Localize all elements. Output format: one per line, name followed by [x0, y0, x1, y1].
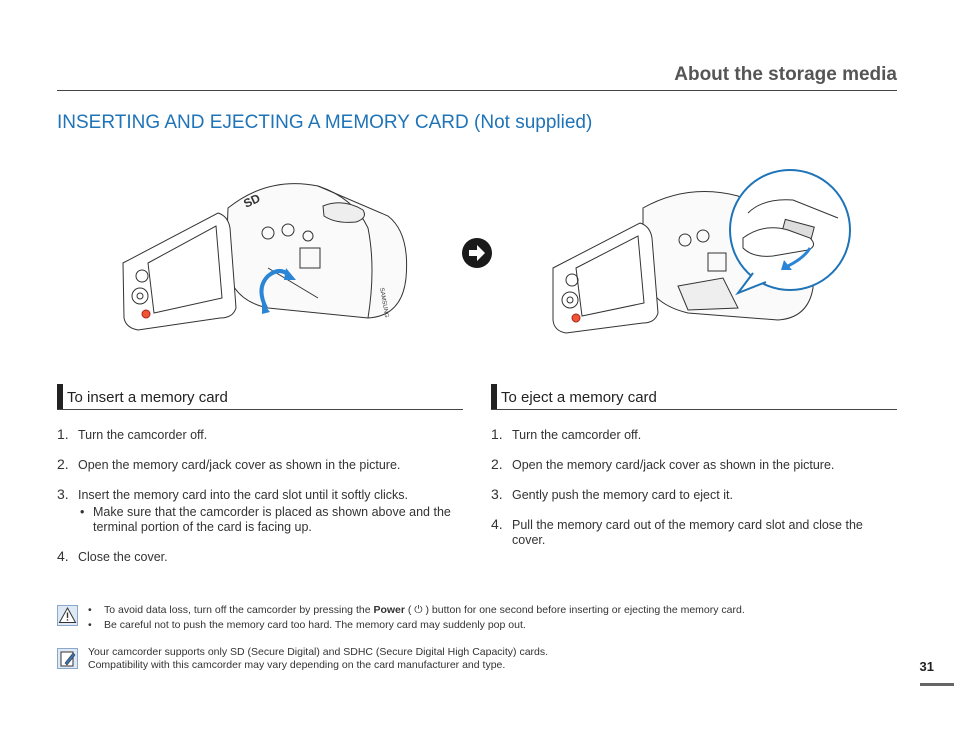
sub-list-item: Make sure that the camcorder is placed a…: [78, 505, 463, 535]
power-label: Power: [373, 604, 405, 616]
caution-text: ( ⏻ ) button for one second before inser…: [404, 604, 745, 616]
page-number: 31: [919, 659, 934, 674]
page-number-bar: [920, 683, 954, 686]
step-number: 4.: [491, 516, 503, 532]
eject-heading: To eject a memory card: [491, 384, 897, 410]
note-pencil-icon: [57, 648, 78, 669]
caution-note: To avoid data loss, turn off the camcord…: [57, 603, 857, 633]
step-text: Insert the memory card into the card slo…: [78, 488, 408, 502]
step-number: 3.: [491, 486, 503, 502]
insert-heading: To insert a memory card: [57, 384, 463, 410]
caution-text: To avoid data loss, turn off the camcord…: [104, 604, 374, 616]
sub-list: Make sure that the camcorder is placed a…: [78, 505, 463, 535]
list-item: 1. Turn the camcorder off.: [57, 426, 463, 443]
list-item: To avoid data loss, turn off the camcord…: [88, 603, 857, 618]
step-number: 4.: [57, 548, 69, 564]
arrow-right-circle-icon: [462, 238, 492, 268]
info-note: Your camcorder supports only SD (Secure …: [57, 646, 857, 672]
step-number: 3.: [57, 486, 69, 502]
step-text: Gently push the memory card to eject it.: [512, 488, 733, 502]
step-text: Close the cover.: [78, 550, 168, 564]
list-item: 4. Pull the memory card out of the memory…: [491, 516, 897, 548]
note-line: Your camcorder supports only SD (Secure …: [88, 646, 549, 658]
chapter-title: About the storage media: [674, 64, 897, 85]
list-item: 4. Close the cover.: [57, 548, 463, 565]
step-number: 2.: [57, 456, 69, 472]
eject-steps: 1. Turn the camcorder off. 2. Open the mem…: [491, 426, 897, 548]
step-text: Turn the camcorder off.: [512, 428, 642, 442]
list-item: 2. Open the memory card/jack cover as sho…: [57, 456, 463, 473]
camcorder-insert-illustration: SD SAMSUNG: [122, 183, 408, 331]
list-item: Be careful not to push the memory card t…: [88, 618, 857, 633]
eject-instructions: To eject a memory card 1. Turn the camcor…: [491, 384, 897, 563]
list-item: 3. Gently push the memory card to eject i…: [491, 486, 897, 503]
caution-list: To avoid data loss, turn off the camcord…: [88, 603, 857, 633]
list-item: 3. Insert the memory card into the card s…: [57, 486, 463, 535]
camera-brand-label: SAMSUNG: [378, 287, 389, 318]
note-line: Compatibility with this camcorder may va…: [88, 659, 506, 671]
list-item: 2. Open the memory card/jack cover as sho…: [491, 456, 897, 473]
step-text: Turn the camcorder off.: [78, 428, 208, 442]
warning-triangle-icon: [57, 605, 78, 626]
step-text: Pull the memory card out of the memory c…: [512, 518, 863, 547]
insert-instructions: To insert a memory card 1. Turn the camco…: [57, 384, 463, 580]
camera-sd-logo: SD: [241, 191, 262, 211]
notes-section: To avoid data loss, turn off the camcord…: [57, 603, 857, 685]
header-divider: [57, 90, 897, 91]
list-item: 1. Turn the camcorder off.: [491, 426, 897, 443]
step-text: Open the memory card/jack cover as shown…: [512, 458, 835, 472]
insert-steps: 1. Turn the camcorder off. 2. Open the mem…: [57, 426, 463, 565]
camcorder-eject-illustration: [552, 169, 851, 334]
step-number: 1.: [57, 426, 69, 442]
step-number: 2.: [491, 456, 503, 472]
section-title: INSERTING AND EJECTING A MEMORY CARD (No…: [57, 112, 593, 133]
step-number: 1.: [491, 426, 503, 442]
step-text: Open the memory card/jack cover as shown…: [78, 458, 401, 472]
